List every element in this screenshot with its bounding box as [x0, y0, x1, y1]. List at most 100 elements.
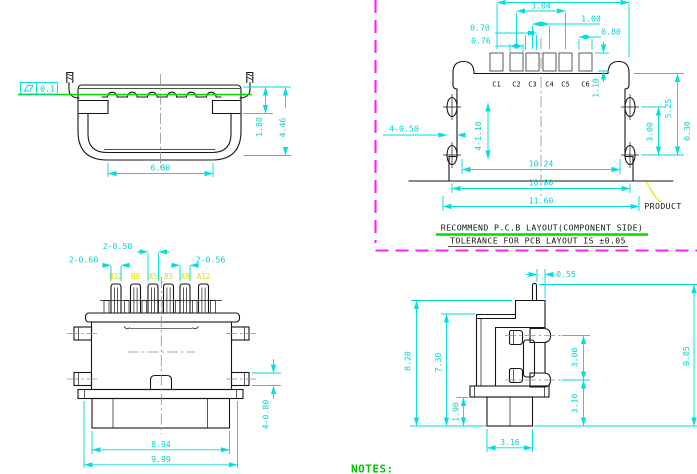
scallop-row — [101, 91, 222, 98]
side-view-geometry — [469, 282, 563, 427]
pin-label: B9 — [131, 272, 140, 281]
ext-line — [534, 284, 697, 427]
top-plate — [84, 312, 241, 323]
pcb-right-outline — [607, 60, 634, 182]
right-shoulder — [211, 99, 241, 115]
base-plate-ends — [84, 389, 237, 399]
pad-label: C3 — [528, 81, 536, 89]
lower-block-inner — [112, 398, 208, 428]
ext-line — [110, 266, 122, 281]
pad — [525, 52, 540, 72]
flange-inner-lines — [78, 327, 245, 386]
flange-plate-ends — [474, 386, 545, 397]
top-pin — [531, 282, 538, 301]
mounting-holes — [443, 94, 639, 168]
front-view: 0.1 6.80 1.80 4.46 — [18, 71, 291, 177]
dim-total-height: 8.20 — [403, 351, 413, 371]
ext-line — [578, 39, 593, 50]
clip-lower — [508, 367, 524, 384]
left-shoulder — [78, 99, 109, 115]
dim-total-height: 4.46 — [278, 118, 288, 138]
dim-hole-offset: 5.25 — [663, 99, 673, 119]
dim-cc-pitch: 0.70 — [470, 23, 490, 33]
tab-centerlines — [505, 335, 563, 381]
rear-view-dimensions: 2-0.50 2-0.60 2-0.56 4-0.80 8.94 9.99 — [69, 241, 281, 468]
dim-base-width: 8.94 — [151, 439, 171, 449]
rear-pin-labels: B12 B9 A5 B5 A9 A12 — [109, 272, 210, 281]
product-leader-line — [645, 181, 662, 203]
flatness-feature-control-frame: 0.1 — [20, 82, 58, 95]
dim-outer-pad-width: 0.80 — [601, 26, 621, 36]
flange-plate — [469, 385, 550, 398]
ext-line — [147, 253, 159, 281]
pcb-caption-tolerance: TOLERANCE FOR PCB LAYOUT IS ±0.05 — [450, 236, 626, 246]
ext-line — [595, 52, 609, 72]
pad-label: C5 — [561, 81, 569, 89]
pcb-geometry — [408, 38, 674, 196]
product-label: PRODUCT — [644, 201, 681, 211]
front-view-dimensions: 6.80 1.80 4.46 — [107, 86, 291, 177]
dim-shell-height: 7.30 — [433, 353, 443, 373]
comb-teeth — [103, 300, 216, 314]
pad — [578, 52, 593, 72]
left-leg-pin-hatch — [67, 73, 73, 80]
shell-outline — [77, 84, 242, 161]
dim-right-pins: 2-0.56 — [196, 254, 226, 264]
product-callout: PRODUCT — [644, 181, 681, 211]
tooth — [103, 300, 110, 314]
notes-heading: NOTES: — [351, 463, 394, 474]
flange-centerline-ticks — [67, 333, 256, 380]
hole-crosshairs — [443, 94, 639, 168]
ext-line — [525, 35, 537, 50]
ext-line — [516, 13, 566, 49]
pin — [197, 283, 210, 314]
pcb-section-boundary — [374, 0, 697, 252]
pin — [110, 283, 122, 314]
base-plate — [77, 388, 244, 400]
ext-line — [179, 266, 191, 281]
pad-label: C4 — [545, 81, 553, 89]
right-leg-pin — [246, 71, 254, 84]
dim-shoulder-height: 1.80 — [254, 117, 264, 137]
shell-top-lines — [475, 313, 517, 320]
dim-tab-spacing: 3.00 — [570, 348, 580, 368]
dim-holes-width: 4-0.50 — [389, 124, 419, 134]
lower-block — [91, 397, 231, 429]
pin-label: B5 — [164, 272, 173, 281]
flatness-icon — [23, 85, 34, 92]
pad-label: C2 — [512, 81, 520, 89]
pad — [489, 52, 504, 72]
left-leg-pin — [66, 71, 74, 84]
dim-holes-height: 4-1.10 — [473, 121, 483, 151]
dim-hole-spacing: 3.00 — [645, 122, 655, 142]
pin — [147, 283, 159, 314]
pin — [179, 283, 191, 314]
top-block — [514, 299, 546, 329]
dim-pad-pitch: 3.04 — [531, 0, 551, 10]
ext-line — [83, 401, 238, 468]
dim-center-pitch: 1.00 — [581, 14, 601, 24]
dim-width-mid: 10.80 — [529, 178, 554, 188]
pad-label: C6 — [581, 81, 589, 89]
solder-pads — [489, 52, 593, 72]
ext-line — [532, 26, 550, 49]
ext-line — [536, 269, 546, 298]
pad — [558, 52, 573, 72]
right-leg-pin-hatch — [247, 73, 253, 80]
pcb-left-outline — [448, 60, 475, 182]
flatness-value: 0.1 — [40, 84, 55, 94]
side-view-dimensions: 0.55 8.20 7.30 1.90 3.00 3.10 9.05 3.16 — [403, 269, 697, 452]
dim-width-inner: 10.24 — [529, 159, 554, 169]
rear-view: B12 B9 A5 B5 A9 A12 2-0.50 2-0.60 2-0.56… — [67, 241, 281, 468]
latch-panel — [522, 339, 536, 378]
side-view: 0.55 8.20 7.30 1.90 3.00 3.10 9.05 3.16 — [403, 269, 697, 452]
ext-line — [496, 4, 630, 57]
clip-upper — [508, 329, 524, 346]
dim-left-pins: 2-0.60 — [69, 254, 99, 264]
dim-inner-width: 6.80 — [151, 163, 171, 173]
tooth — [158, 300, 164, 314]
pad-labels: C1 C2 C3 C4 C5 C6 — [492, 81, 589, 89]
terminal-pins — [110, 283, 210, 314]
dim-edge-offset: 0.30 — [682, 121, 692, 141]
